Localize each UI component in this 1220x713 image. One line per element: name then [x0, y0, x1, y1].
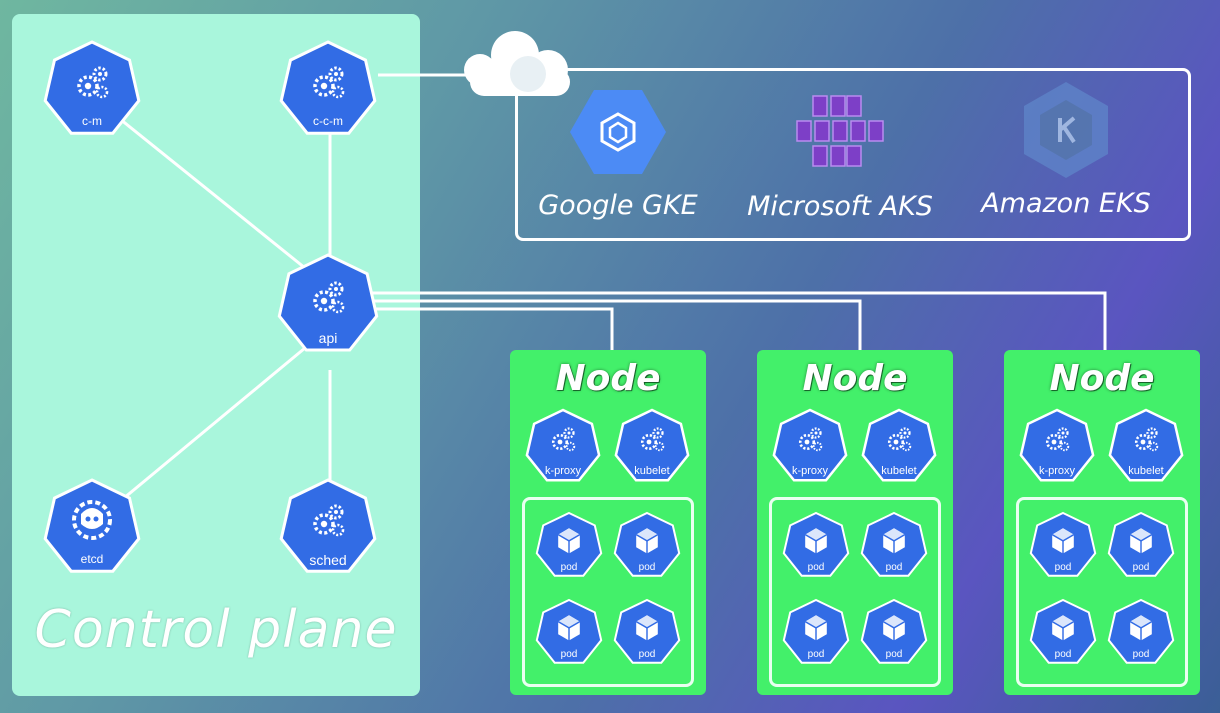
eks-logo-icon — [1024, 82, 1108, 178]
kproxy-1-label: k-proxy — [545, 465, 582, 477]
component-cm[interactable]: c-m — [43, 40, 141, 135]
node-2: k-proxy kubelet pod pod pod pod — [772, 408, 937, 664]
pod-2-4[interactable]: pod — [860, 598, 928, 664]
pod-1-1-label: pod — [561, 562, 578, 573]
kproxy-2-label: k-proxy — [792, 465, 829, 477]
kproxy-3-label: k-proxy — [1039, 465, 1076, 477]
pod-1-3-label: pod — [561, 649, 578, 660]
pod-3-1-label: pod — [1055, 562, 1072, 573]
pod-3-1[interactable]: pod — [1029, 511, 1097, 577]
pod-3-4[interactable]: pod — [1107, 598, 1175, 664]
node-title-1: Node — [555, 358, 661, 399]
pod-group-1 — [522, 497, 694, 687]
pod-3-4-label: pod — [1133, 649, 1150, 660]
pod-1-2-label: pod — [639, 562, 656, 573]
pod-3-3-label: pod — [1055, 649, 1072, 660]
provider-label-gke: Google GKE — [538, 190, 698, 221]
node-title-2: Node — [802, 358, 908, 399]
aks-logo-icon — [796, 95, 884, 167]
provider-label-aks: Microsoft AKS — [747, 191, 933, 222]
kubelet-3-label: kubelet — [1128, 465, 1163, 477]
component-etcd[interactable]: etcd — [43, 478, 141, 573]
node-title-3: Node — [1049, 358, 1155, 399]
pod-2-4-label: pod — [886, 649, 903, 660]
etcd-icon — [72, 500, 112, 540]
component-sched-label: sched — [309, 552, 346, 568]
pod-2-3-label: pod — [808, 649, 825, 660]
pod-3-2[interactable]: pod — [1107, 511, 1175, 577]
control-plane-label: Control plane — [34, 600, 398, 660]
pod-2-1[interactable]: pod — [782, 511, 850, 577]
pod-2-2[interactable]: pod — [860, 511, 928, 577]
component-api-label: api — [319, 330, 338, 346]
kubelet-2[interactable]: kubelet — [861, 408, 937, 482]
connection-lines — [114, 73, 1107, 505]
cloud-icon — [464, 31, 570, 96]
pod-group-3 — [1016, 497, 1188, 687]
kubelet-1-label: kubelet — [634, 465, 669, 477]
pod-1-2[interactable]: pod — [613, 511, 681, 577]
kproxy-2[interactable]: k-proxy — [772, 408, 848, 482]
provider-label-eks: Amazon EKS — [981, 188, 1151, 219]
pod-1-4[interactable]: pod — [613, 598, 681, 664]
pod-2-1-label: pod — [808, 562, 825, 573]
kproxy-3[interactable]: k-proxy — [1019, 408, 1095, 482]
kubelet-1[interactable]: kubelet — [614, 408, 690, 482]
pod-1-1[interactable]: pod — [535, 511, 603, 577]
pod-group-2 — [769, 497, 941, 687]
pod-1-4-label: pod — [639, 649, 656, 660]
pod-2-2-label: pod — [886, 562, 903, 573]
kubelet-3[interactable]: kubelet — [1108, 408, 1184, 482]
gke-logo-icon — [570, 90, 666, 174]
component-cm-label: c-m — [82, 114, 102, 128]
pod-3-2-label: pod — [1133, 562, 1150, 573]
component-ccm[interactable]: c-c-m — [279, 40, 377, 135]
component-ccm-label: c-c-m — [313, 114, 343, 128]
cloud-providers-frame — [515, 68, 1191, 241]
node-1: k-proxy kubelet pod pod pod pod — [525, 408, 690, 664]
pod-3-3[interactable]: pod — [1029, 598, 1097, 664]
pod-1-3[interactable]: pod — [535, 598, 603, 664]
kubelet-2-label: kubelet — [881, 465, 916, 477]
pod-2-3[interactable]: pod — [782, 598, 850, 664]
kproxy-1[interactable]: k-proxy — [525, 408, 601, 482]
component-sched[interactable]: sched — [279, 478, 377, 573]
node-3: k-proxy kubelet pod pod pod pod — [1019, 408, 1184, 664]
component-etcd-label: etcd — [81, 552, 104, 566]
component-api[interactable]: api — [277, 253, 379, 352]
